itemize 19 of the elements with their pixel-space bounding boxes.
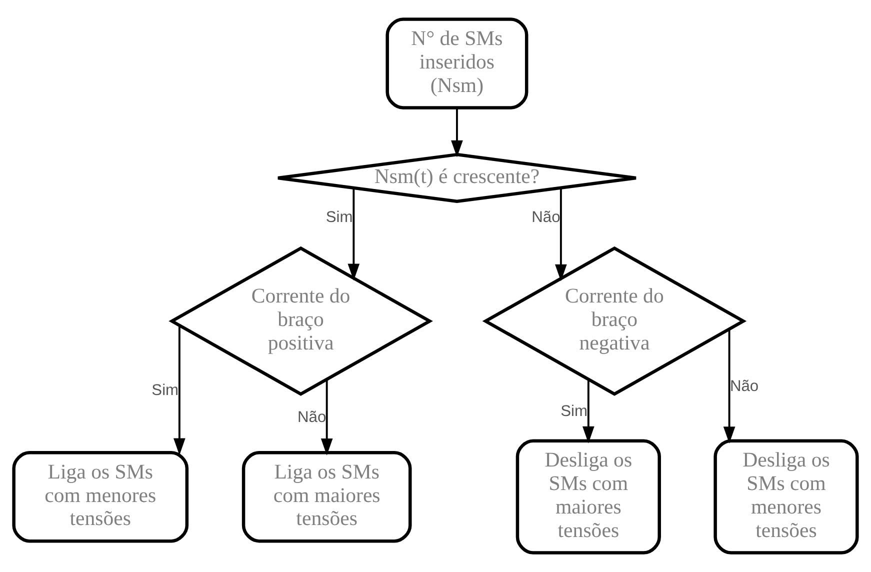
edge-label: Não <box>298 409 326 426</box>
node-box: Desliga os SMs com maiores tensões <box>516 439 661 554</box>
arrow <box>174 325 186 456</box>
arrow <box>348 188 360 281</box>
arrow <box>582 380 594 444</box>
node-diamond: Nsm(t) é crescente? <box>276 152 638 204</box>
node-box: Liga os SMs com maiores tensões <box>242 450 412 543</box>
edge-label: Não <box>730 378 759 395</box>
edge-label: Sim <box>326 209 353 226</box>
arrow <box>320 380 333 456</box>
edge-label: Sim <box>152 382 179 399</box>
node-box: Desliga os SMs com menores tensões <box>714 439 859 554</box>
arrow <box>555 188 567 282</box>
edge-label: Sim <box>560 403 588 420</box>
edge-label: Não <box>532 209 560 226</box>
arrow <box>723 329 736 444</box>
arrow <box>451 108 463 158</box>
node-box: N° de SMs inseridos (Nsm) <box>386 18 528 110</box>
node-box: Liga os SMs com menores tensões <box>12 450 189 543</box>
